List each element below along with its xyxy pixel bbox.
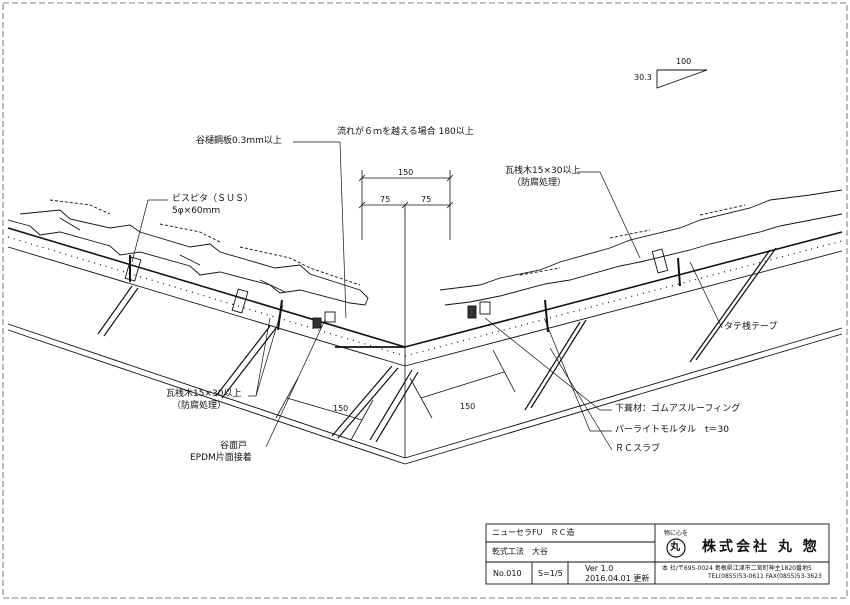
top-dimensions [358,170,454,240]
title-product: ニューセラFU ＲＣ造 [492,528,575,537]
title-number: No.010 [493,569,522,578]
slope-indicator [656,69,708,89]
company-name: 株式会社 丸 惣 [702,539,820,555]
note-valley-face-adhesive: EPDM片面接着 [190,453,252,463]
dim-top-left-half: 75 [380,195,391,204]
title-method: 乾式工法 大谷 [492,547,548,556]
note-screw-size: 5φ×60mm [172,206,221,216]
left-mortar-top [7,227,406,348]
right-mortar-bottom [404,250,843,367]
note-gutter: 谷樋鋼板0.3mm以上 [196,136,282,146]
valley-center [335,205,406,458]
note-underlay: 下葺材：ゴムアスルーフィング [615,404,741,414]
note-slab: ＲＣスラブ [615,444,661,454]
slope-run: 100 [676,57,692,66]
note-valley-face: 谷面戸 [220,441,248,451]
title-block [485,523,830,585]
bottom-dimensions [275,349,516,441]
logo-glyph: 丸 [670,542,680,553]
dim-top-right-half: 75 [421,195,432,204]
note-flow: 流れが６ｍを越える場合 180以上 [337,127,474,137]
slope-rise: 30.3 [634,73,652,82]
left-slab-bottom [7,323,406,459]
note-batten-right-treatment: （防腐処理） [512,178,567,188]
note-vertical-tape: タテ桟テープ [724,322,778,332]
note-batten-left-treatment: （防腐処理） [172,401,227,411]
company-address: 本 社/〒695-0024 島根県江津市二宮町神主1820番地5 [662,565,812,572]
note-batten-left: 瓦桟木15×30以上 [166,389,242,399]
left-slab-underside [7,329,406,465]
leader-lines [131,141,723,451]
company-motto: 物に心を [664,530,689,537]
logo-mark [666,538,686,558]
note-batten-right: 瓦桟木15×30以上 [505,166,581,176]
dim-top-total: 150 [398,168,414,177]
right-slab-bottom [404,327,843,459]
note-screw-name: ビスピタ（ＳＵＳ） [172,194,254,204]
title-date: 2016.04.01 更新 [585,574,650,583]
right-roof-assembly [369,189,843,465]
dim-bottom-right: 150 [460,402,476,411]
dim-bottom-left: 150 [333,404,349,413]
note-mortar: パーライトモルタル t＝30 [615,425,729,435]
right-slab-underside [404,333,843,465]
title-version: Ver 1.0 [585,564,614,573]
left-roof-assembly [7,199,406,465]
company-phone: TEL(0855)53-0611 FAX(0855)53-3623 [708,573,822,580]
title-scale: S=1/5 [538,569,563,578]
